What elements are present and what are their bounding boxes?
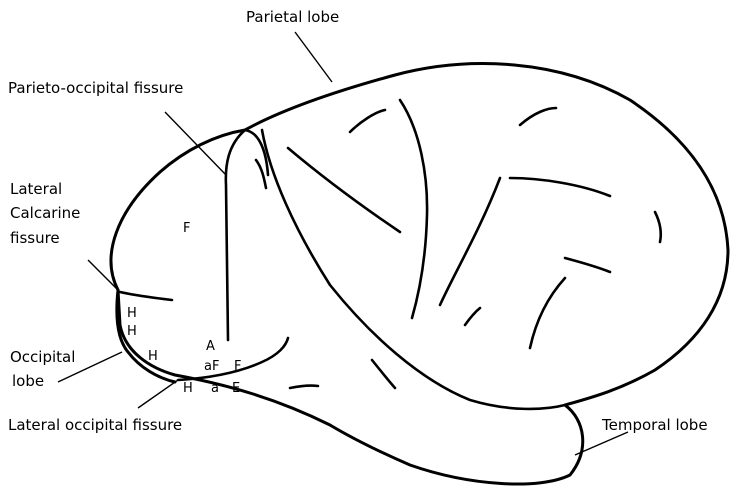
sulcus (290, 386, 318, 388)
sulcus (256, 160, 266, 188)
sulcus (372, 360, 395, 388)
lateral-occipital-fissure (178, 338, 288, 380)
label-parieto-occipital-fissure: Parieto-occipital fissure (8, 79, 183, 97)
label-lateral-calcarine-line3: fissure (10, 229, 60, 247)
parieto-occipital-gyrus (226, 130, 245, 340)
mark-F-upper: F (183, 221, 190, 236)
sulcus (350, 110, 385, 132)
label-occipital-lobe-line2: lobe (12, 372, 44, 390)
sulcus (520, 108, 556, 125)
sulcus (465, 308, 480, 325)
mark-F-right: F (234, 359, 241, 374)
leader-parieto-occipital (165, 112, 226, 175)
sulcus (655, 212, 661, 242)
temporal-boundary (262, 130, 565, 409)
sulcus (400, 100, 427, 318)
mark-H-bottom: H (183, 381, 193, 396)
mark-H1: H (127, 306, 137, 321)
sulcus (440, 178, 500, 305)
mark-H2: H (127, 324, 137, 339)
mark-E: E (232, 381, 240, 396)
label-temporal-lobe: Temporal lobe (601, 416, 708, 434)
sulcus (565, 258, 610, 272)
label-parietal-lobe: Parietal lobe (246, 8, 339, 26)
label-lateral-calcarine-line1: Lateral (10, 180, 62, 198)
label-lateral-calcarine-line2: Calcarine (10, 204, 80, 222)
mark-A: A (206, 339, 215, 354)
leader-lateral-occipital (138, 380, 178, 408)
leader-parietal-lobe (295, 32, 332, 82)
mark-aF: aF (204, 359, 219, 374)
label-occipital-lobe-line1: Occipital (10, 348, 75, 366)
occipital-edge (117, 290, 175, 382)
label-lateral-occipital-fissure: Lateral occipital fissure (8, 416, 182, 434)
lateral-calcarine-line (120, 292, 172, 300)
sulcus (288, 148, 400, 232)
sulcus (530, 278, 565, 348)
mark-a: a (211, 381, 219, 396)
mark-H3: H (148, 349, 158, 364)
sulcus (510, 178, 610, 196)
